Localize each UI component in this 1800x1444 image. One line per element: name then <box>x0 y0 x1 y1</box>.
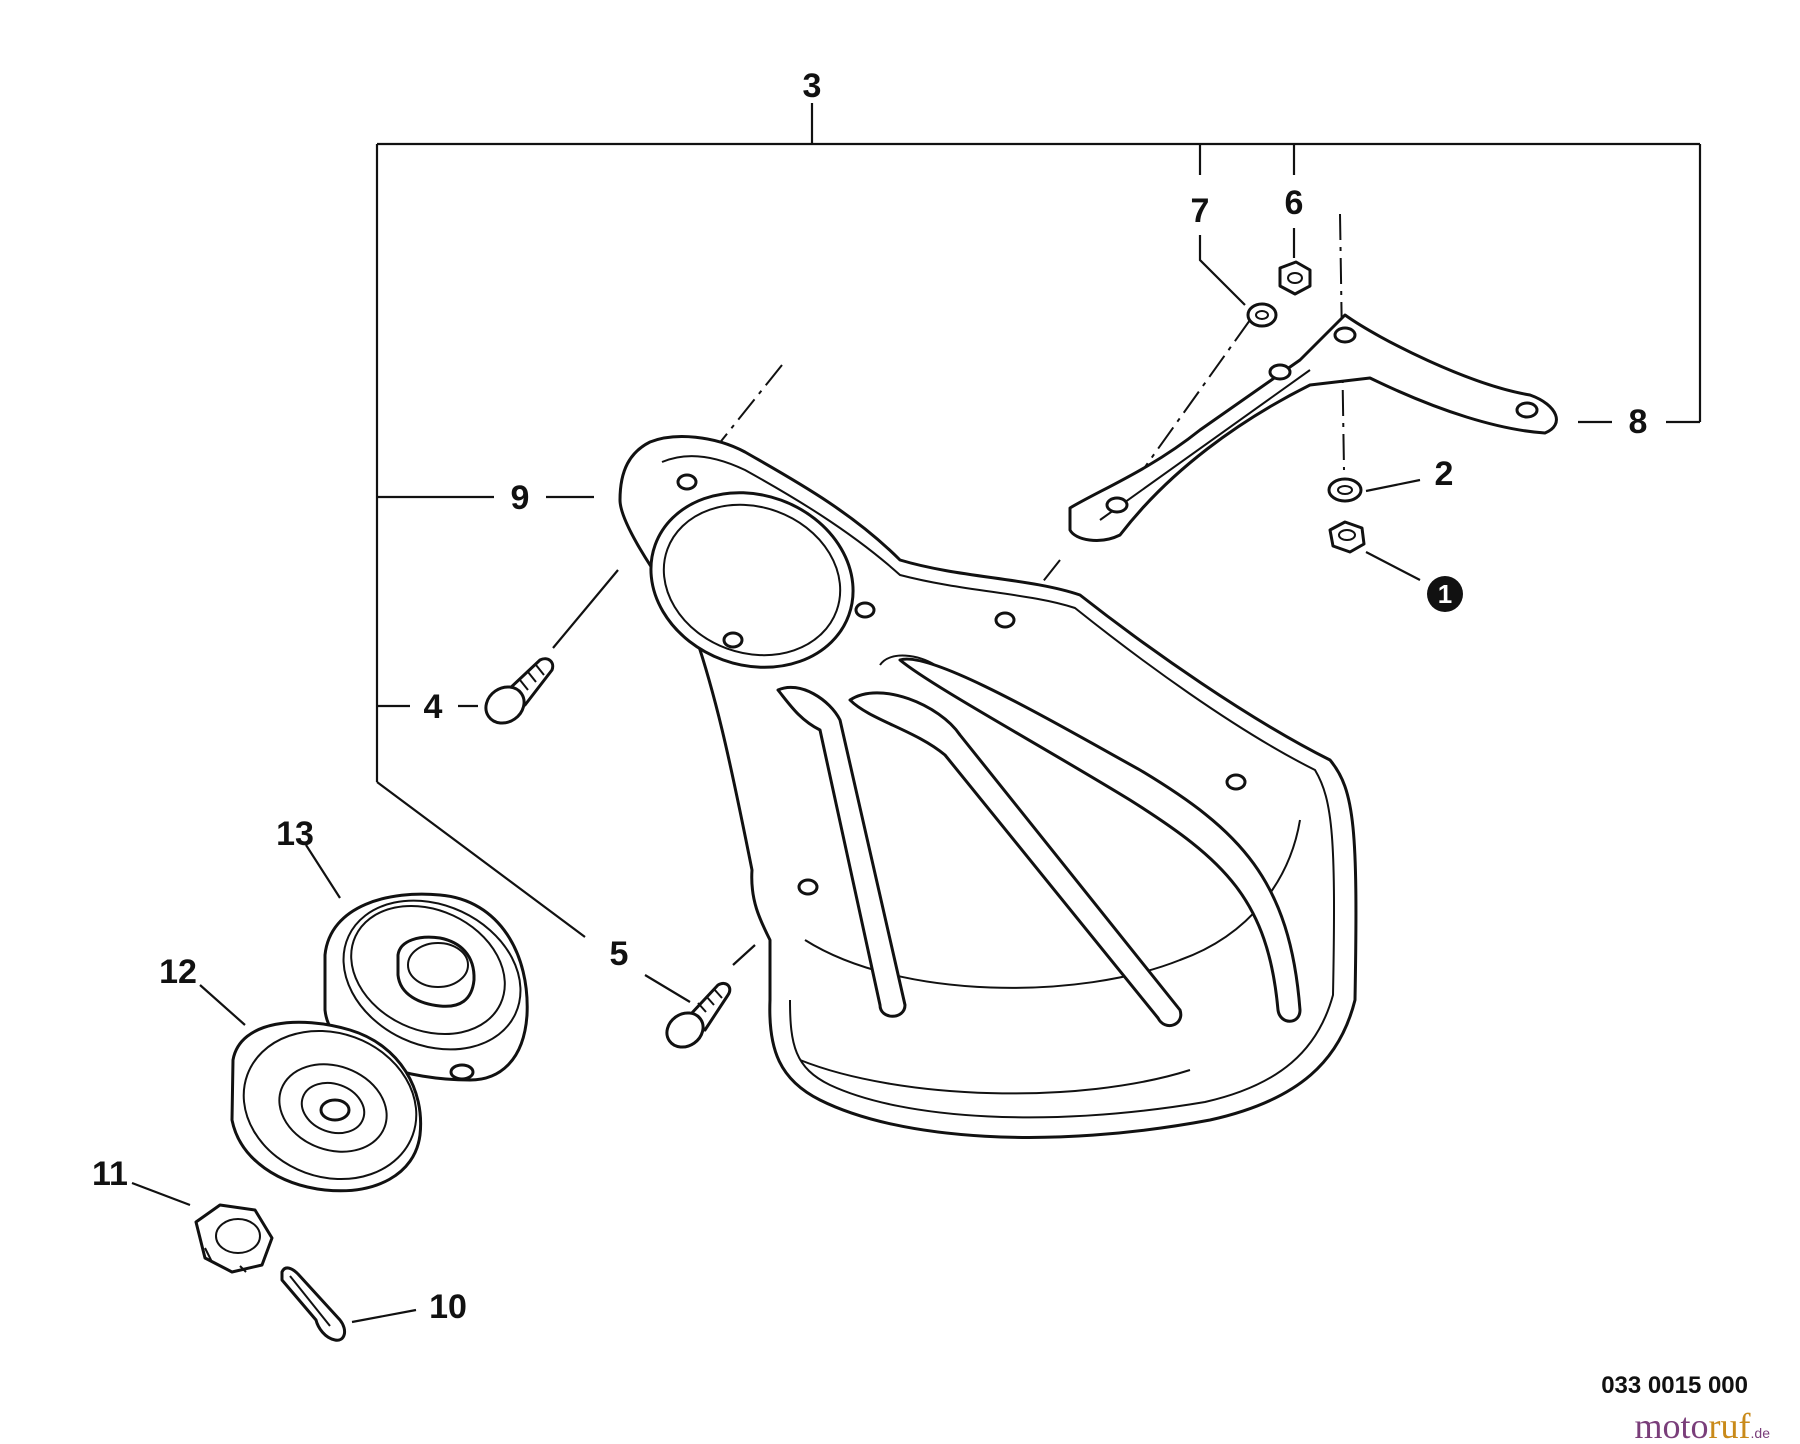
callout-12: 12 <box>159 953 197 991</box>
watermark-brand-b: ruf <box>1709 1406 1751 1444</box>
callout-4: 4 <box>424 688 443 726</box>
drive-cup-13 <box>323 892 529 1082</box>
callout-1-badge <box>1427 576 1463 612</box>
callout-8: 8 <box>1629 403 1648 441</box>
leader-lines <box>131 103 1702 1324</box>
callout-2: 2 <box>1435 455 1454 493</box>
hardware-small <box>1246 260 1463 612</box>
bolt-4 <box>484 657 555 725</box>
bolt-5 <box>665 981 732 1049</box>
callout-6: 6 <box>1285 184 1304 222</box>
callout-1: 1 <box>1438 579 1452 609</box>
callout-9: 9 <box>511 479 530 517</box>
callout-3: 3 <box>803 67 822 105</box>
callout-labels: 1 2 3 4 5 6 7 8 9 10 11 12 13 <box>92 67 1647 1326</box>
svg-text:motoruf.de: motoruf.de <box>1635 1406 1771 1444</box>
support-bracket <box>1068 313 1558 542</box>
diagram-part-code: 033 0015 000 <box>1601 1372 1748 1399</box>
castle-nut-11 <box>194 1203 274 1274</box>
watermark-brand-a: moto <box>1635 1406 1709 1444</box>
callout-11: 11 <box>92 1155 128 1193</box>
blade-guard <box>618 435 1358 1139</box>
callout-7: 7 <box>1191 192 1210 230</box>
cotter-pin-10 <box>280 1266 347 1342</box>
callout-13: 13 <box>276 815 314 853</box>
washer-plate-12 <box>230 1020 423 1193</box>
watermark-suffix: .de <box>1751 1425 1771 1441</box>
watermark-logo: motoruf.de <box>1635 1406 1771 1444</box>
callout-5: 5 <box>610 935 629 973</box>
callout-10: 10 <box>429 1288 467 1326</box>
